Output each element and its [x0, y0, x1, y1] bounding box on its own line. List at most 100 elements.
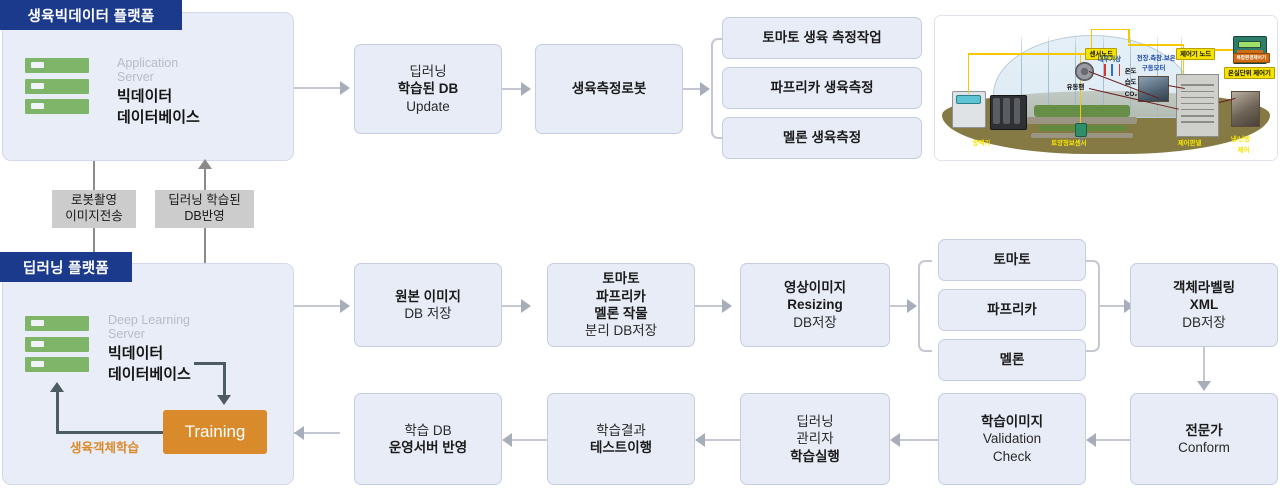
- connector-chip-right-up: [204, 161, 206, 190]
- arrow-head-right: [700, 82, 710, 96]
- connector-training-loop-v: [56, 392, 59, 434]
- node-line: 파프리카: [596, 288, 646, 304]
- arrow-head-up: [198, 159, 212, 169]
- internal-weather-label: 내부기상: [1097, 56, 1121, 64]
- node-line: 학습이미지: [980, 414, 1044, 430]
- node-line: 딥러닝: [409, 64, 447, 80]
- node-line: 멜론: [999, 352, 1025, 368]
- connector-expert-to-validation: [1093, 439, 1131, 441]
- node-line: 분리 DB저장: [584, 323, 658, 339]
- node-line: 토마토: [602, 271, 640, 287]
- connector-update-to-robot: [502, 88, 521, 90]
- node-line: Resizing: [787, 297, 843, 313]
- connector-resizing-to-crop-branch: [890, 305, 907, 307]
- soil-information-sensor-label: 토양정보센서: [1051, 139, 1087, 147]
- node-line: Update: [406, 98, 450, 114]
- soil-sensor-device: [1075, 122, 1088, 137]
- deep-learning-server-role-line1: Deep Learning: [108, 313, 191, 327]
- expert-conform[interactable]: 전문가 Conform: [1130, 393, 1278, 485]
- node-line: Validation: [982, 431, 1042, 447]
- node-line: 파프리카: [987, 302, 1037, 318]
- node-line: 학습된 DB: [397, 81, 459, 97]
- paprika-growth-measurement[interactable]: 파프리카 생육측정: [722, 67, 922, 109]
- connector-bottom-to-chip-right: [204, 228, 206, 263]
- branch-bracket-middle-right: [1086, 260, 1100, 352]
- application-server-role-line1: Application: [117, 56, 179, 70]
- node-line: 학습실행: [790, 448, 840, 464]
- bigdata-db-line1: 빅데이터: [117, 87, 173, 105]
- arrow-head-right: [340, 81, 350, 95]
- server-rack-icon: [25, 316, 89, 372]
- drive-motor-photo: [1138, 76, 1170, 103]
- node-line: 딥러닝: [796, 414, 834, 430]
- deep-learning-server-role-line2: Server: [108, 327, 145, 342]
- training-loop-label: 생육객체학습: [70, 441, 140, 455]
- deep-learning-db-update[interactable]: 딥러닝 학습된 DB Update: [354, 44, 502, 134]
- cooling-heating-control-label-1: 냉/난방: [1230, 135, 1251, 143]
- cooling-heating-photo: [1230, 90, 1260, 127]
- connector-labeling-to-expert: [1203, 347, 1205, 383]
- arrow-head-right: [521, 299, 531, 313]
- application-server-role-line2: Server: [117, 70, 154, 85]
- branch-bracket-top: [711, 38, 725, 139]
- control-panel-cabinet: [1176, 73, 1219, 137]
- bigdata-db-line2: 데이터베이스: [108, 366, 191, 384]
- connector-top-to-chip-left: [93, 161, 95, 190]
- node-line: 영상이미지: [783, 280, 847, 296]
- connector-chip-left-down: [93, 228, 95, 255]
- arrow-head-down: [217, 395, 231, 405]
- application-server-caption: Application Server 빅데이터 데이터베이스: [117, 56, 200, 127]
- melon-growth-measurement[interactable]: 멜론 생육측정: [722, 117, 922, 159]
- connector-original-to-separation: [502, 305, 521, 307]
- object-labeling-xml-db-save[interactable]: 객체라벨링 XML DB저장: [1130, 263, 1278, 347]
- circulation-fan-label: 유동팬: [1066, 83, 1085, 91]
- chip-line: 로봇촬영: [70, 193, 117, 208]
- original-image-db-save[interactable]: 원본 이미지 DB 저장: [354, 263, 502, 347]
- trained-db-apply-chip: 딥러닝 학습된 DB반영: [155, 190, 254, 228]
- deep-learning-manager-training-run[interactable]: 딥러닝 관리자 학습실행: [740, 393, 890, 485]
- arrow-head-right: [521, 82, 531, 96]
- node-line: 테스트이행: [589, 440, 653, 455]
- node-line: Check: [992, 448, 1032, 464]
- connector-training-loop-h: [56, 431, 164, 434]
- server-rack-icon: [25, 58, 89, 114]
- arrow-head-left: [502, 433, 512, 447]
- training-box[interactable]: Training: [163, 410, 267, 454]
- node-line: 생육측정로봇: [571, 81, 647, 97]
- node-line: 운영서버 반영: [388, 440, 468, 455]
- node-line: DB저장: [1182, 314, 1226, 330]
- crop-tomato[interactable]: 토마토: [938, 239, 1086, 281]
- training-image-validation-check[interactable]: 학습이미지 Validation Check: [938, 393, 1086, 485]
- connector-test-to-trainingdb: [509, 439, 548, 441]
- chip-line: 이미지전송: [65, 209, 123, 223]
- sensor-node-tag: 센서노드: [1085, 48, 1117, 61]
- controller-node-tag: 제어기 노드: [1176, 48, 1216, 61]
- greenhouse-smart-farm-illustration: 센서노드 제어기 노드 온실단위 제어기 복합환경제어기 내부기상 온도 습도 …: [934, 15, 1278, 161]
- connector-trainingdb-to-platform: [294, 432, 340, 434]
- arrow-head-left: [695, 433, 705, 447]
- training-db-operation-server-apply[interactable]: 학습 DB 운영서버 반영: [354, 393, 502, 485]
- bigdata-db-line1: 빅데이터: [108, 344, 164, 362]
- connector-manager-to-test: [702, 439, 741, 441]
- node-line: 멜론 작물: [594, 306, 648, 321]
- crop-separation-db-save[interactable]: 토마토 파프리카 멜론 작물 분리 DB저장: [547, 263, 695, 347]
- image-resizing-db-save[interactable]: 영상이미지 Resizing DB저장: [740, 263, 890, 347]
- deep-learning-platform-title: 딥러닝 플랫폼: [0, 252, 132, 282]
- node-line: 관리자: [796, 431, 834, 447]
- node-line: 원본 이미지: [395, 288, 461, 304]
- controller-device-tag: 복합환경제어기: [1232, 52, 1271, 63]
- node-line: 전문가: [1185, 422, 1223, 438]
- arrow-head-left: [890, 433, 900, 447]
- arrow-head-left: [294, 426, 304, 440]
- connector-platform-to-dl-update: [294, 87, 340, 89]
- crop-melon[interactable]: 멜론: [938, 339, 1086, 381]
- growth-measurement-robot[interactable]: 생육측정로봇: [535, 44, 683, 134]
- node-line: 멜론 생육측정: [782, 130, 862, 146]
- crop-paprika[interactable]: 파프리카: [938, 289, 1086, 331]
- tomato-growth-measurement-task[interactable]: 토마토 생육 측정작업: [722, 17, 922, 59]
- connector-dlplatform-to-original-image: [294, 305, 340, 307]
- training-label: Training: [184, 422, 246, 441]
- ceiling-side-insulation-label-1: 천장.측창.보온: [1136, 54, 1176, 62]
- control-panel-label: 제어판넬: [1177, 139, 1202, 147]
- training-result-test-execution[interactable]: 학습결과 테스트이행: [547, 393, 695, 485]
